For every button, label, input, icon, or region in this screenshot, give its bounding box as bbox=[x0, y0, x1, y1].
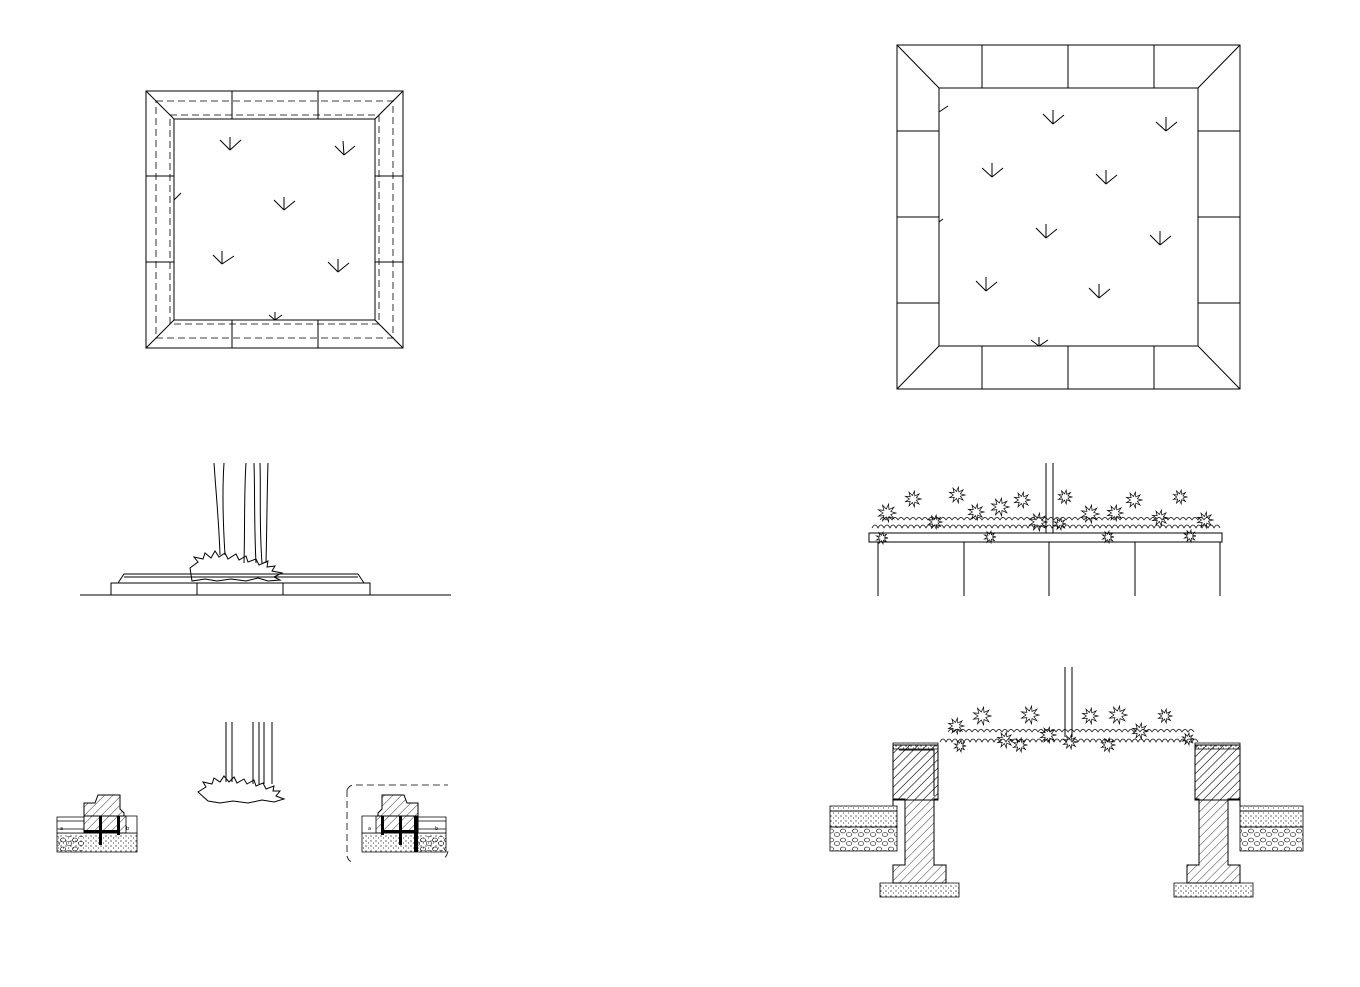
shrub-leaf-cluster bbox=[879, 504, 897, 522]
shrub-base bbox=[198, 776, 284, 803]
shrub-leaf-cluster bbox=[1110, 706, 1128, 724]
shrub-leaf-cluster bbox=[974, 707, 992, 725]
shrub-outline bbox=[872, 525, 1220, 528]
shrub-base bbox=[190, 551, 282, 581]
shrub-leaf-cluster bbox=[1153, 510, 1169, 526]
shrub-leaf-cluster bbox=[949, 718, 965, 734]
curb-detail-left: a b bbox=[57, 795, 137, 852]
shrub-leaf-cluster bbox=[1133, 723, 1149, 739]
shrub-outline bbox=[940, 739, 1198, 742]
section-label: a bbox=[368, 826, 371, 832]
tree-trunks bbox=[214, 463, 268, 563]
shrub-canopy bbox=[940, 706, 1198, 752]
shrub-leaf-cluster bbox=[1101, 738, 1115, 752]
shrub-leaf-cluster bbox=[1083, 708, 1099, 724]
shrub-leaf-cluster bbox=[1184, 530, 1196, 542]
shrub-leaf-cluster bbox=[1108, 505, 1124, 521]
shrub-leaf-cluster bbox=[876, 532, 888, 544]
shrub-leaf-cluster bbox=[1063, 735, 1077, 749]
small-tree-pit-elevation bbox=[80, 463, 451, 595]
shrub-canopy bbox=[872, 487, 1220, 544]
shrub-leaf-cluster bbox=[1182, 733, 1194, 745]
shrub-leaf-cluster bbox=[1054, 518, 1066, 530]
section-label: b bbox=[435, 826, 438, 832]
shrub-leaf-cluster bbox=[1198, 512, 1214, 528]
section-label: a bbox=[60, 826, 63, 832]
section-label: b bbox=[126, 826, 129, 832]
shrub-leaf-cluster bbox=[954, 740, 966, 752]
grass-symbols bbox=[174, 137, 355, 320]
shrub-leaf-cluster bbox=[906, 491, 922, 507]
shrub-leaf-cluster bbox=[1013, 738, 1027, 752]
curb-detail-right: a b bbox=[347, 785, 448, 862]
shrub-leaf-cluster bbox=[1022, 706, 1040, 724]
shrub-outline bbox=[880, 518, 1210, 521]
shrub-leaf-cluster bbox=[1102, 531, 1114, 543]
shrub-leaf-cluster bbox=[950, 487, 966, 503]
large-tree-pit-section bbox=[830, 667, 1303, 897]
small-tree-pit-section: a b a b bbox=[57, 722, 448, 862]
shrub-leaf-cluster bbox=[1030, 513, 1048, 531]
shrub-leaf-cluster bbox=[1058, 490, 1072, 504]
shrub-leaf-cluster bbox=[984, 531, 996, 543]
shrub-leaf-cluster bbox=[928, 515, 942, 529]
shrub-leaf-cluster bbox=[1015, 492, 1031, 508]
shrub-leaf-cluster bbox=[1158, 709, 1172, 723]
small-tree-pit-plan bbox=[146, 91, 403, 348]
large-tree-pit-elevation bbox=[869, 463, 1222, 596]
shrub-leaf-cluster bbox=[1127, 492, 1143, 508]
large-tree-pit-plan bbox=[897, 45, 1240, 389]
shrub-leaf-cluster bbox=[1173, 490, 1187, 504]
tree-trunks bbox=[226, 722, 272, 784]
shrub-leaf-cluster bbox=[969, 504, 985, 520]
shrub-outline bbox=[948, 730, 1194, 733]
shrub-leaf-cluster bbox=[992, 498, 1010, 516]
grass-symbols bbox=[939, 106, 1177, 346]
